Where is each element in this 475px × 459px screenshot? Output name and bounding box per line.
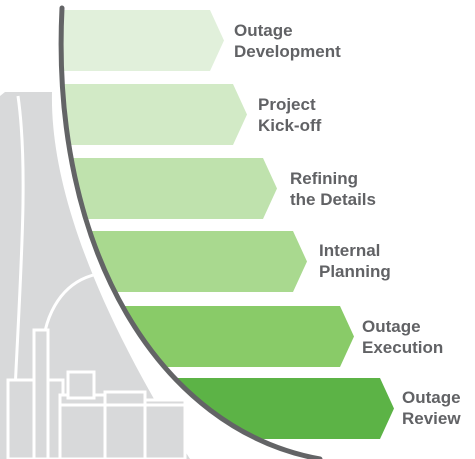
step-label-refining-the-details: Refining the Details <box>290 168 376 210</box>
step-label-outage-development: Outage Development <box>234 20 341 62</box>
step-label-project-kick-off: Project Kick-off <box>258 94 321 136</box>
curve-line <box>58 5 323 459</box>
step-label-line2: the Details <box>290 190 376 209</box>
step-label-line2: Kick-off <box>258 116 322 135</box>
step-label-line2: Review <box>402 409 461 428</box>
step-label-line1: Outage <box>234 21 293 40</box>
step-label-line1: Outage <box>362 317 421 336</box>
step-label-outage-review: Outage Review <box>402 387 461 429</box>
step-label-outage-execution: Outage Execution <box>362 316 443 358</box>
step-label-line1: Outage <box>402 388 461 407</box>
step-label-line1: Project <box>258 95 316 114</box>
step-label-line2: Execution <box>362 338 444 357</box>
step-label-internal-planning: Internal Planning <box>319 240 391 282</box>
building-pipe <box>66 370 96 400</box>
step-arrow-outage-development <box>61 10 224 71</box>
step-label-line2: Development <box>234 42 341 61</box>
step-label-line2: Planning <box>319 262 391 281</box>
building-stack <box>32 328 50 459</box>
power-plant-illustration <box>0 92 190 459</box>
building-block-far-right <box>143 398 187 459</box>
step-label-line1: Refining <box>290 169 358 188</box>
building-block-right <box>103 390 147 459</box>
step-label-line1: Internal <box>319 241 381 260</box>
